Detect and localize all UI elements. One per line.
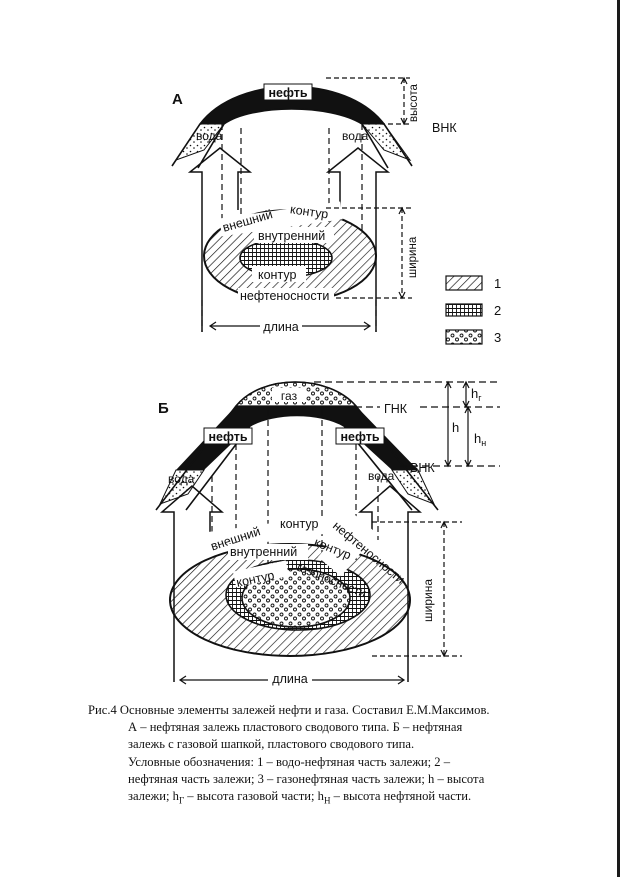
caption-line-3: залежь с газовой шапкой, пластового свод…	[128, 737, 415, 752]
panel-a: А нефть вода вода высота ВНК внешний кон…	[171, 76, 457, 334]
panel-b-hn-dim	[464, 405, 472, 468]
panel-a-length-label: длина	[263, 320, 298, 334]
legend-swatch-3	[445, 329, 483, 345]
panel-b-oil-right-box	[335, 427, 385, 445]
panel-b-width-label: ширина	[421, 579, 435, 622]
panel-a-oil-layer	[200, 86, 384, 124]
panel-a-inner-label: внутренний	[258, 229, 325, 243]
panel-a-height-label: высота	[408, 83, 420, 122]
caption-line-1: Рис.4 Основные элементы залежей нефти и …	[88, 703, 490, 717]
caption-line-4: Условные обозначения: 1 – водо-нефтяная …	[128, 754, 451, 769]
panel-b-hg-dim	[462, 380, 470, 409]
panel-a-contour-label: контур	[258, 268, 296, 282]
panel-a-oilbearing-label: нефтеносности	[240, 289, 329, 303]
scan-edge	[617, 0, 620, 877]
panel-b-layer-outline	[155, 381, 439, 511]
caption-line-6: залежи; hГ – высота газовой части; hН – …	[128, 789, 472, 806]
panel-a-height-dims	[326, 77, 410, 125]
panel-a-oil-label-box	[263, 83, 313, 101]
panel-b-projections	[211, 410, 379, 578]
panel-a-letter: А	[172, 91, 183, 108]
legend: 1 2 3	[445, 275, 501, 345]
panel-b-length-label: длина	[272, 672, 307, 686]
panel-a-height-arrows	[400, 76, 408, 126]
panel-b: Б газ нефть нефть вода вода ГНК ВНК h hг…	[155, 380, 500, 686]
panel-a-water-right-label: вода	[342, 129, 369, 143]
figure-caption: Рис.4 Основные элементы залежей нефти и …	[88, 702, 588, 810]
panel-b-h-dim	[444, 380, 452, 468]
panel-b-letter: Б	[158, 400, 169, 417]
panel-b-hn-label: hн	[474, 431, 486, 448]
panel-a-water-right	[360, 123, 412, 162]
panel-b-gas-contour	[241, 568, 351, 628]
legend-num-1: 1	[494, 276, 501, 291]
panel-a-outer-label-2: контур	[289, 202, 329, 221]
panel-a-oil-label: нефть	[268, 86, 307, 100]
panel-a-projections	[201, 124, 377, 332]
panel-b-layer-inner-outline	[185, 414, 413, 511]
caption-line-2: А – нефтяная залежь пластового сводового…	[128, 720, 463, 735]
panel-b-arrow-left	[159, 485, 225, 682]
panel-b-inner-label: внутренний	[230, 545, 297, 559]
panel-a-arrow-right	[325, 147, 391, 332]
panel-b-water-right	[391, 469, 435, 505]
panel-a-layer-inner-outline	[197, 108, 389, 169]
legend-swatch-1	[445, 275, 483, 291]
panel-b-gas-label: газ	[281, 389, 298, 403]
panel-b-water-left-label: вода	[168, 472, 195, 486]
panel-b-oil-right-label: нефть	[340, 430, 379, 444]
panel-a-width-label: ширина	[407, 236, 419, 278]
panel-b-water-right-label: вода	[368, 469, 395, 483]
panel-a-owc-label: ВНК	[432, 121, 457, 135]
legend-num-2: 2	[494, 303, 501, 318]
panel-b-oil-left-box	[203, 427, 253, 445]
panel-b-arrow-right	[357, 485, 423, 682]
panel-a-width-dims	[326, 207, 412, 299]
panel-b-oil-left-label: нефть	[208, 430, 247, 444]
legend-num-3: 3	[494, 330, 501, 345]
panel-b-oil-layer	[176, 406, 418, 470]
panel-b-owc-label: ВНК	[410, 461, 435, 475]
panel-a-water-left-label: вода	[196, 129, 223, 143]
panel-b-width-dims	[372, 521, 462, 657]
panel-a-arrow-left	[187, 147, 253, 332]
panel-b-hg-label: hг	[471, 386, 482, 403]
panel-b-outer-label-2: контур	[280, 517, 318, 531]
legend-swatch-2	[445, 303, 483, 317]
panel-b-h-label: h	[452, 420, 459, 435]
caption-line-5: нефтяная часть залежи; 3 – газонефтяная …	[128, 771, 485, 786]
panel-b-goc-label: ГНК	[384, 402, 408, 416]
